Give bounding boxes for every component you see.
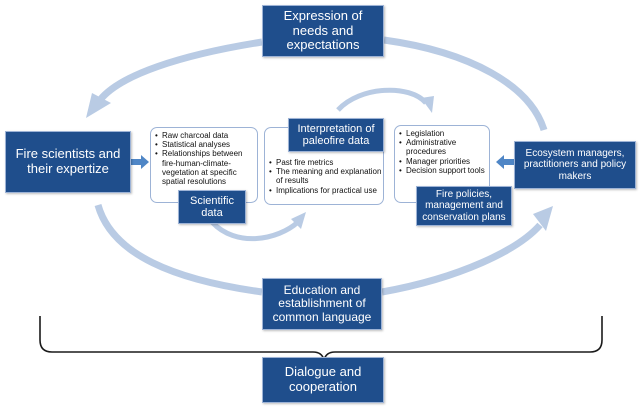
fire-scientists-box: Fire scientists and their expertize [5,131,131,193]
scientific-item-raw-charcoal: Raw charcoal data [155,131,254,140]
policy-item-text: Manager priorities [406,156,471,166]
curve-arrow-upper [336,87,428,112]
scientific-item-text: vegetation at specific [162,167,237,177]
expression-of-needs-box: Expression of needs and expectations [262,5,384,57]
interpretation-item-text: of results [276,176,309,186]
expression-line-2: needs and [292,22,354,38]
scientific-data-line-1: Scientific [189,194,235,207]
expression-line-1: Expression of [283,8,363,24]
interpretation-item-text: Past fire metrics [276,158,334,167]
fire-policies-line-1: Fire policies, [435,189,493,201]
cycle-arc-top-left [97,38,263,103]
arrow-scientists-to-data [131,155,149,169]
curve-arrow-lower [210,220,300,242]
ecosystem-managers-box: Ecosystem managers, practitioners and po… [514,141,636,189]
interpretation-line-1: Interpretation of [297,122,375,135]
policy-item-text: Decision support tools [406,165,485,175]
scientific-data-box: Scientific data [178,190,246,224]
policy-item-text: Legislation [406,129,445,138]
policy-tools-list: Legislation Administrative procedures Ma… [399,129,486,175]
dialogue-box: Dialogue and cooperation [262,357,384,403]
cycle-arc-bottom-left [94,203,263,296]
curve-arrowhead-lower [291,212,306,229]
policy-item-manager-priorities: Manager priorities [399,157,486,166]
dialogue-line-2: cooperation [289,379,357,394]
scientific-item-text: Raw charcoal data [162,131,229,140]
policy-item-text: procedures [406,147,447,157]
interpretation-item-text: Implications for practical use [276,185,377,195]
interpretation-item-text: The meaning and explanation [276,167,382,177]
scientific-item-statistical-analyses: Statistical analyses [155,140,254,149]
fire-policies-line-3: conservation plans [422,211,506,223]
interpretation-box: Interpretation of paleofire data [288,118,384,152]
interpretation-item-implications: Implications for practical use [269,186,380,195]
scientific-data-line-2: data [201,207,223,219]
education-box: Education and establishment of common la… [262,278,382,330]
policy-item-legislation: Legislation [399,129,486,138]
education-line-1: Education and [283,282,361,297]
dialogue-line-1: Dialogue and [284,364,362,380]
cycle-arc-bottom-right [381,222,543,296]
expression-line-3: expectations [286,37,360,53]
ecosystem-managers-line-2: practitioners and policy [523,159,627,171]
education-line-3: common language [272,309,372,324]
cycle-arrowhead-right [533,206,553,231]
interpretation-line-2: paleofire data [302,135,370,147]
fire-policies-box: Fire policies, management and conservati… [416,186,512,226]
scientific-item-text: spatial resolutions [162,176,227,186]
curve-arrowhead-upper [421,96,434,113]
scientific-item-relationships: Relationships between fire-human-climate… [155,149,254,186]
cycle-arrowhead-left [86,93,111,118]
scientific-item-text: Relationships between [162,149,243,159]
fire-scientists-line-2: their expertize [27,161,109,176]
education-line-2: establishment of [278,296,366,311]
interpretation-item-meaning: The meaning and explanation of results [269,167,382,186]
ecosystem-managers-line-3: makers [558,170,592,182]
scientific-data-list: Raw charcoal data Statistical analyses R… [155,131,254,186]
policy-item-text: Administrative [406,138,457,148]
interpretation-item-past-fire-metrics: Past fire metrics [269,158,380,167]
policy-item-administrative: Administrative procedures [399,138,486,156]
fire-policies-line-2: management and [425,200,503,212]
cycle-arc-top-right [383,36,548,132]
scientific-item-text: fire-human-climate- [162,158,231,168]
policy-item-decision-support: Decision support tools [399,166,486,175]
fire-scientists-line-1: Fire scientists and [15,146,121,162]
arrow-managers-to-policies [496,155,514,169]
scientific-item-text: Statistical analyses [162,140,231,150]
interpretation-list: Past fire metrics The meaning and explan… [269,158,382,195]
ecosystem-managers-line-1: Ecosystem managers, [525,148,625,160]
